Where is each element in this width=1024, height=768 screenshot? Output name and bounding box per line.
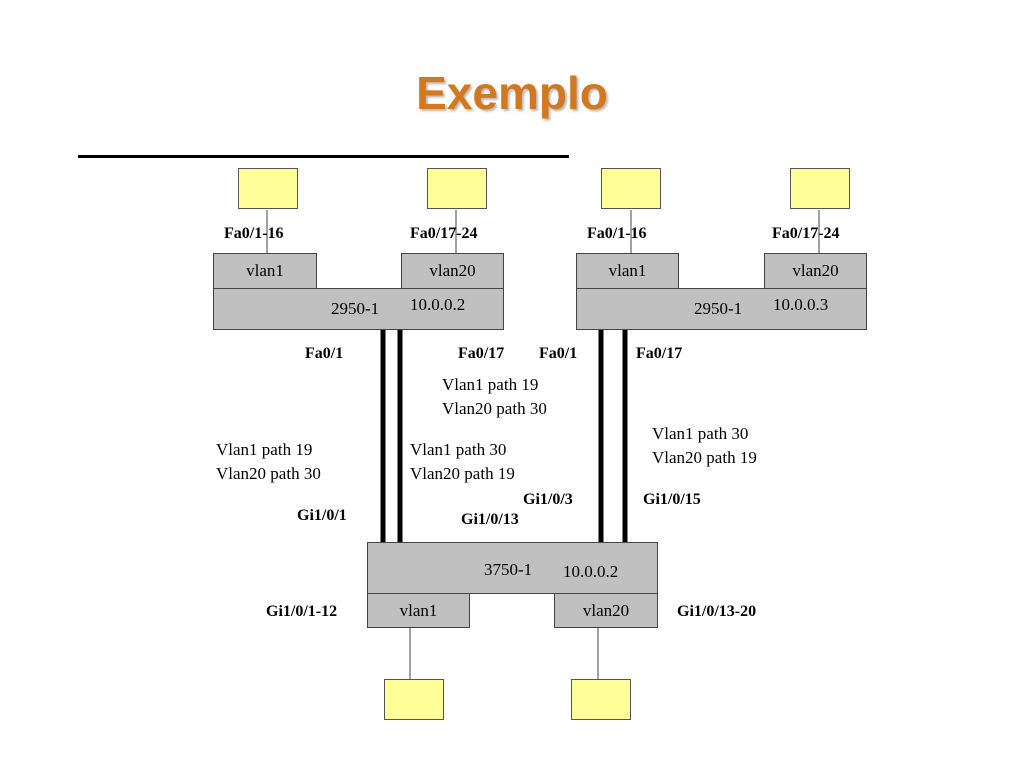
host-icon bbox=[601, 168, 661, 209]
vlan-box: vlan20 bbox=[401, 253, 504, 289]
port-label: Fa0/17-24 bbox=[410, 225, 478, 242]
switch-2950-right bbox=[576, 288, 867, 330]
switch-2950-left bbox=[213, 288, 504, 330]
host-icon bbox=[384, 679, 444, 720]
port-label: Gi1/0/13 bbox=[461, 511, 519, 528]
port-label: Fa0/17 bbox=[458, 345, 505, 362]
port-label: Fa0/1-16 bbox=[224, 225, 284, 242]
switch-name: 2950-1 bbox=[331, 299, 380, 318]
port-label: Fa0/17 bbox=[636, 345, 683, 362]
host-icon bbox=[238, 168, 298, 209]
path-annotation: Vlan1 path 30 Vlan20 path 19 bbox=[410, 440, 515, 483]
port-label: Fa0/17-24 bbox=[772, 225, 840, 242]
switch-name: 3750-1 bbox=[484, 560, 533, 579]
path-annotation: Vlan1 path 19 Vlan20 path 30 bbox=[442, 375, 547, 418]
host-icon bbox=[790, 168, 850, 209]
switch-ip: 10.0.0.2 bbox=[410, 295, 466, 314]
switch-name: 2950-1 bbox=[694, 299, 743, 318]
vlan-box: vlan1 bbox=[367, 593, 470, 628]
port-label: Gi1/0/13-20 bbox=[677, 603, 757, 620]
port-label: Fa0/1-16 bbox=[587, 225, 647, 242]
vlan-box: vlan1 bbox=[213, 253, 317, 289]
host-icon bbox=[427, 168, 487, 209]
path-annotation: Vlan1 path 19 Vlan20 path 30 bbox=[216, 440, 321, 483]
host-icon bbox=[571, 679, 631, 720]
switch-3750-core bbox=[367, 542, 658, 594]
title-underline bbox=[78, 155, 569, 158]
vlan-box: vlan20 bbox=[554, 593, 658, 628]
port-label: Gi1/0/1-12 bbox=[266, 603, 338, 620]
port-label: Fa0/1 bbox=[539, 345, 578, 362]
port-label: Fa0/1 bbox=[305, 345, 344, 362]
vlan-box: vlan20 bbox=[764, 253, 867, 289]
port-label: Gi1/0/1 bbox=[297, 507, 347, 524]
page-title: Exemplo bbox=[416, 67, 608, 119]
port-label: Gi1/0/3 bbox=[523, 491, 573, 508]
port-label: Gi1/0/15 bbox=[643, 491, 701, 508]
path-annotation: Vlan1 path 30 Vlan20 path 19 bbox=[652, 424, 757, 467]
switch-ip: 10.0.0.2 bbox=[563, 562, 619, 581]
switch-ip: 10.0.0.3 bbox=[773, 295, 829, 314]
vlan-box: vlan1 bbox=[576, 253, 679, 289]
